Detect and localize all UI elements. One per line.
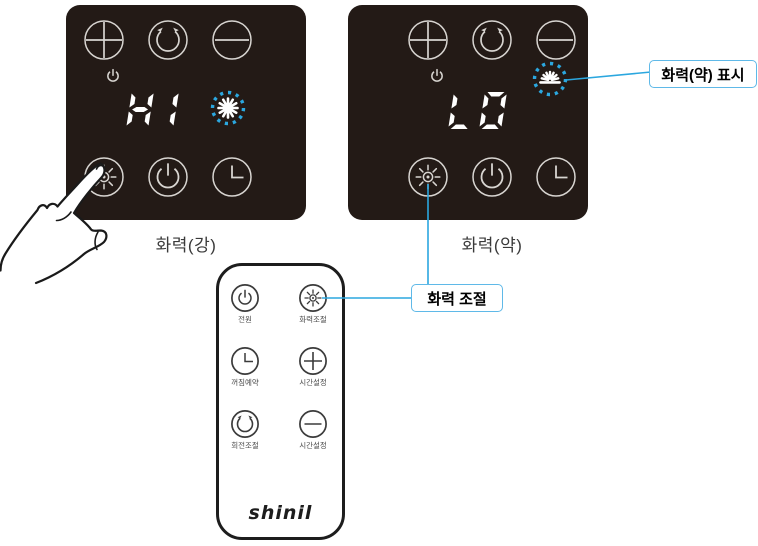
minus-button[interactable] <box>536 20 576 60</box>
callout-weak-indicator-text: 화력(약) 표시 <box>661 66 745 84</box>
clock-icon <box>244 352 254 363</box>
remote-rotate-label: 회전조절 <box>231 441 259 450</box>
control-panel-strong <box>66 5 306 220</box>
heat-level-display <box>126 93 179 126</box>
power-icon <box>238 289 252 305</box>
remote-heat-button[interactable] <box>299 284 327 312</box>
control-panel-weak <box>348 5 588 220</box>
power-button[interactable] <box>472 157 512 197</box>
power-button[interactable] <box>148 157 188 197</box>
heat-weak-indicator <box>532 61 568 97</box>
remote-rotate-button[interactable] <box>231 410 259 438</box>
remote-control: 전원 화력조절 꺼짐예약 시간설정 회전조절 시간설정 Shinil <box>216 263 345 540</box>
remote-power-label: 전원 <box>238 315 252 324</box>
callout-weak-indicator: 화력(약) 표시 <box>649 60 757 88</box>
plus-button[interactable] <box>84 20 124 60</box>
plus-button[interactable] <box>408 20 448 60</box>
remote-off-timer-button[interactable] <box>231 347 259 375</box>
remote-time-plus-label: 시간설정 <box>299 378 327 387</box>
remote-off-timer-label: 꺼짐예약 <box>231 378 259 387</box>
heat-strong-indicator <box>210 90 246 126</box>
timer-button[interactable] <box>536 157 576 197</box>
timer-button[interactable] <box>212 157 252 197</box>
rotate-icon <box>236 414 254 433</box>
panel-strong-caption: 화력(강) <box>155 236 217 255</box>
remote-power-button[interactable] <box>231 284 259 312</box>
minus-button[interactable] <box>212 20 252 60</box>
remote-time-minus-button[interactable] <box>299 410 327 438</box>
sun-icon <box>304 289 322 307</box>
half-sun-icon <box>539 70 561 84</box>
panel-weak-caption: 화력(약) <box>461 236 523 255</box>
callout-heat-control-text: 화력 조절 <box>427 290 487 308</box>
remote-time-plus-button[interactable] <box>299 347 327 375</box>
rotate-button[interactable] <box>148 20 188 60</box>
burst-icon <box>217 97 239 119</box>
rotate-button[interactable] <box>472 20 512 60</box>
brand-logo: Shinil <box>248 502 313 524</box>
remote-time-minus-label: 시간설정 <box>299 441 327 450</box>
remote-heat-label: 화력조절 <box>299 315 327 324</box>
heat-level-display <box>448 92 507 129</box>
plus-icon <box>303 351 323 371</box>
callout-heat-control: 화력 조절 <box>411 284 503 312</box>
